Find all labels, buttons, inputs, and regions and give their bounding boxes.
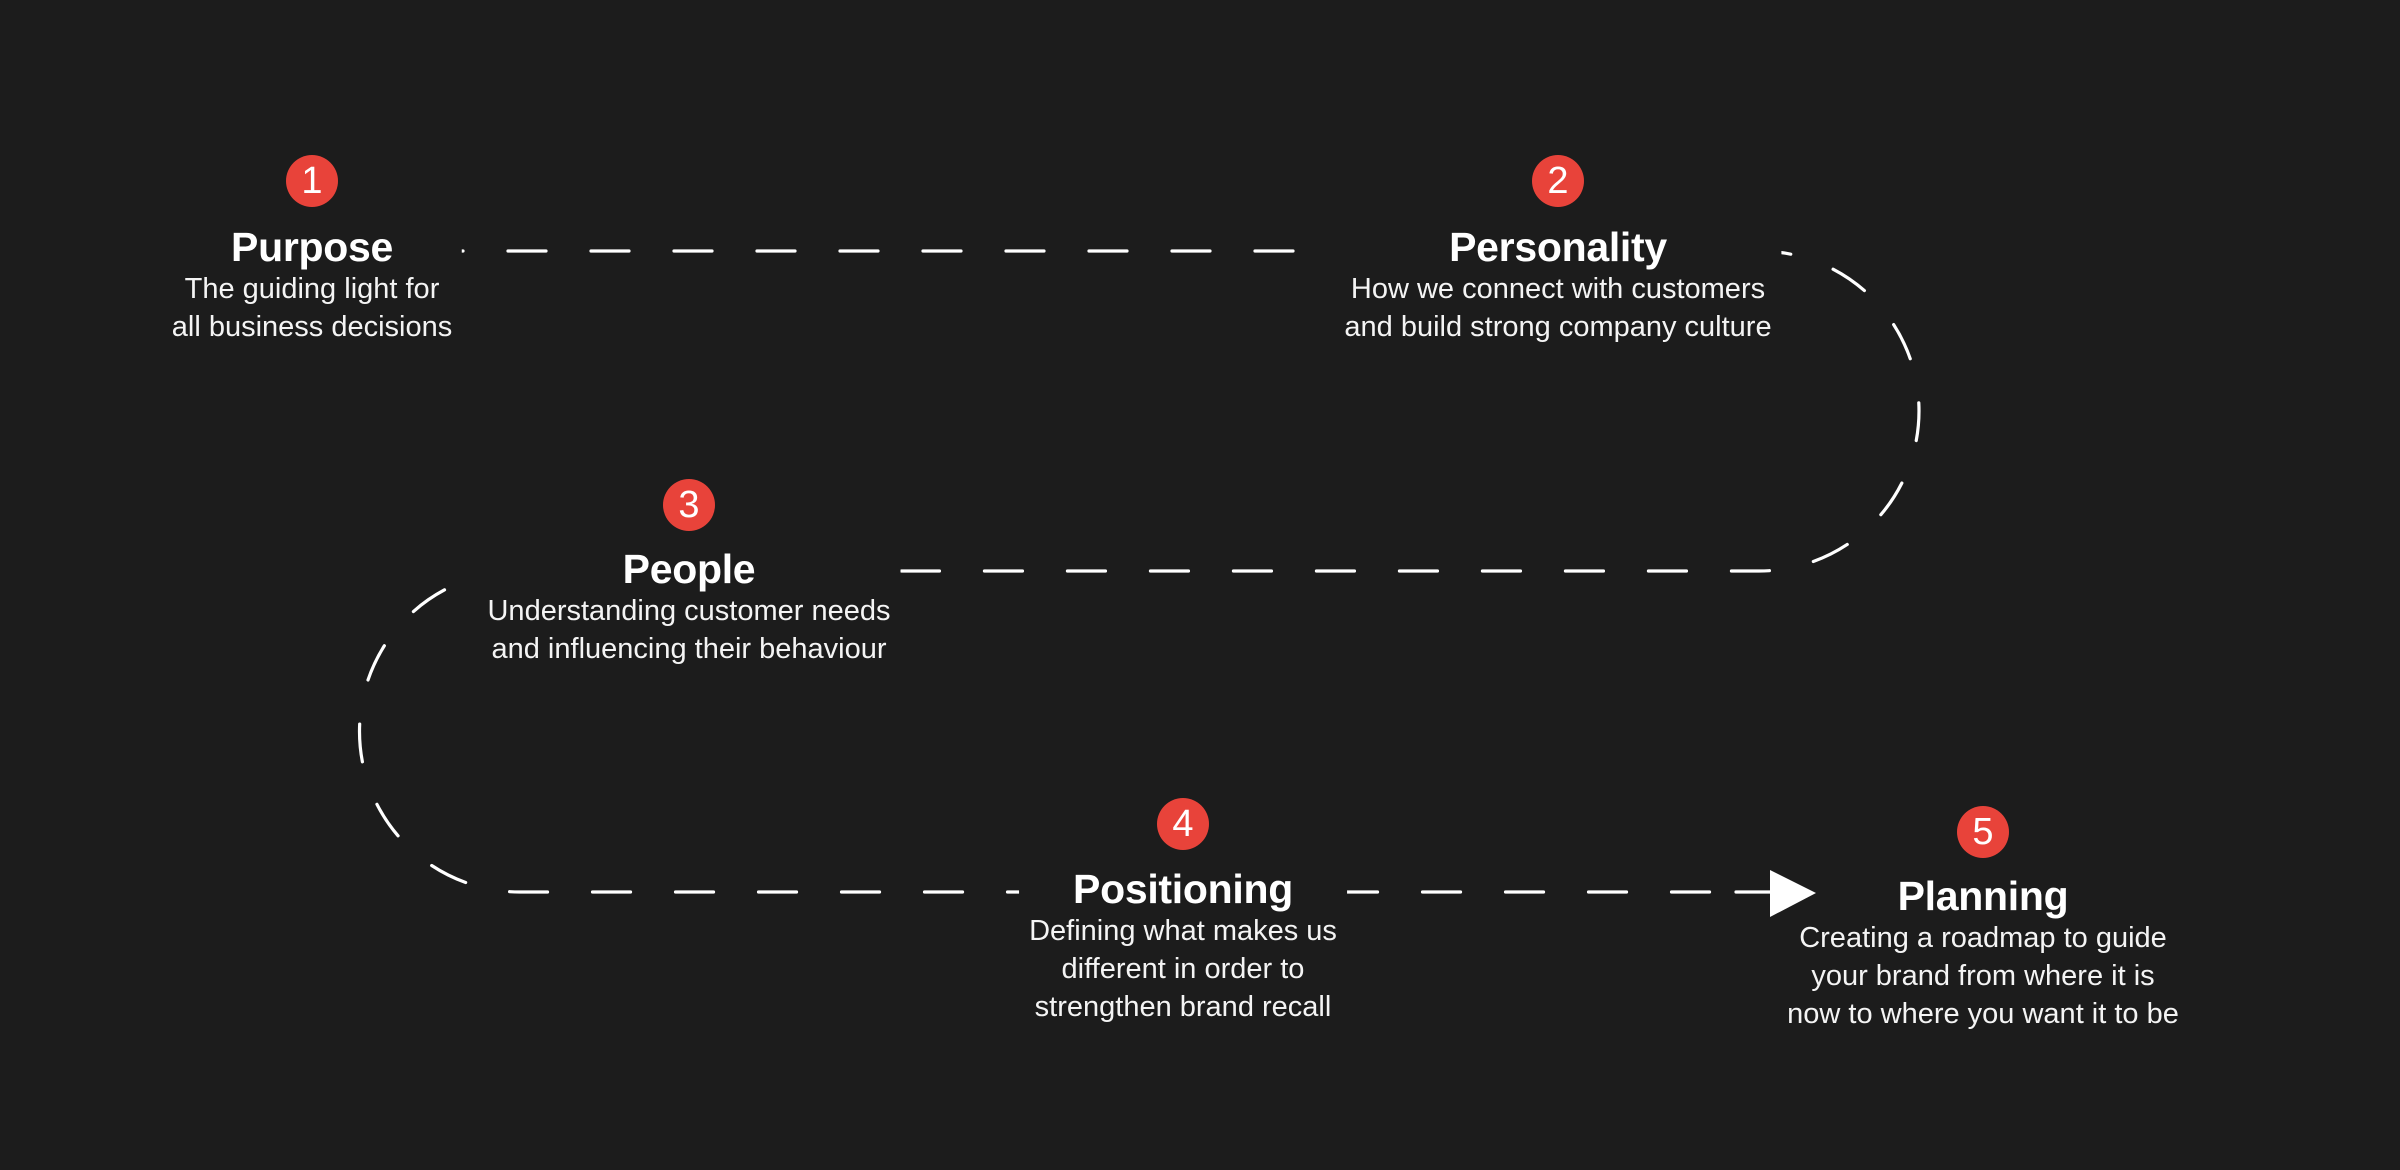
step-purpose: Purpose The guiding light for all busine… (161, 224, 463, 346)
step-title: Planning (1897, 873, 2069, 919)
step-description-line: Understanding customer needs (487, 595, 891, 627)
step-description-line: different in order to (1061, 953, 1305, 985)
step-description-line: The guiding light for (184, 273, 440, 305)
step-personality: Personality How we connect with customer… (1334, 224, 1782, 346)
step-description-line: all business decisions (171, 311, 453, 343)
step-description-line: now to where you want it to be (1787, 998, 2179, 1030)
step-positioning: Positioning Defining what makes us diffe… (1019, 866, 1347, 1026)
step-number-badge: 4 (1157, 798, 1209, 850)
step-description-line: strengthen brand recall (1034, 991, 1332, 1023)
step-title: Positioning (1073, 866, 1293, 912)
step-number-badge: 5 (1957, 806, 2009, 858)
step-description-line: your brand from where it is (1811, 960, 2155, 992)
step-people: People Understanding customer needs and … (477, 546, 901, 668)
dashed-path (357, 249, 1921, 894)
step-description-line: How we connect with customers (1350, 273, 1766, 305)
arrow-icon (1770, 870, 1816, 917)
step-description-line: Creating a roadmap to guide (1799, 922, 2167, 954)
step-planning: Planning Creating a roadmap to guide you… (1777, 873, 2189, 1033)
step-description-line: and influencing their behaviour (491, 633, 887, 665)
step-description-line: and build strong company culture (1344, 311, 1772, 343)
step-title: Purpose (231, 224, 393, 270)
step-title: Personality (1449, 224, 1667, 270)
step-number-badge: 2 (1532, 155, 1584, 207)
step-number-badge: 3 (663, 479, 715, 531)
step-description-line: Defining what makes us (1029, 915, 1337, 947)
step-number-badge: 1 (286, 155, 338, 207)
step-title: People (622, 546, 756, 592)
